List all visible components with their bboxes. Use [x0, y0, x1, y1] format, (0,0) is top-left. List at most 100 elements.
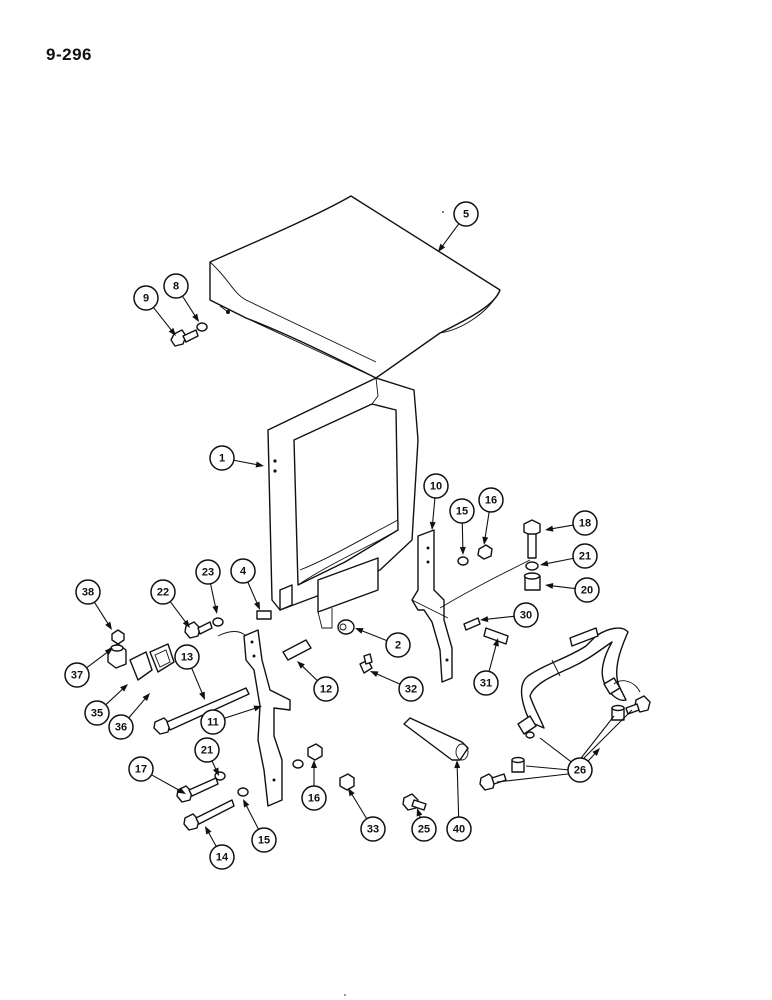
callout-circle [108, 714, 134, 740]
leader-arrowhead [493, 638, 499, 647]
callout-circle [423, 473, 449, 499]
leader-line [488, 643, 497, 672]
callout-number: 36 [115, 722, 127, 734]
leader-arrowhead [142, 693, 150, 702]
callout-5: 5 [438, 201, 479, 252]
leader-line [93, 601, 110, 626]
leader-line [245, 804, 260, 830]
bracket-11 [217, 629, 291, 807]
callout-number: 13 [181, 652, 193, 664]
leader-arrowhead [545, 582, 554, 589]
callout-circle [513, 602, 539, 628]
leader-arrowhead [480, 616, 489, 623]
callout-number: 2 [395, 640, 401, 652]
callout-number: 14 [216, 852, 229, 864]
leader-arrowhead [253, 705, 262, 712]
callout-circle [385, 632, 411, 658]
leader-line [485, 615, 515, 620]
leader-line [151, 774, 182, 792]
leader-arrowhead [199, 691, 205, 700]
cab-frame [267, 377, 419, 629]
sleeve-40 [403, 717, 469, 761]
callout-number: 16 [308, 793, 320, 805]
callout-circle [478, 487, 504, 513]
callout-number: 4 [240, 566, 247, 578]
spacer-20 [523, 572, 541, 591]
leader-line [105, 687, 124, 706]
callout-16b: 16 [301, 760, 327, 811]
callout-number: 33 [367, 824, 379, 836]
callout-circle [572, 543, 598, 569]
pin-31 [483, 627, 509, 645]
spacer-26-upper [611, 704, 625, 721]
canopy-roof [209, 195, 501, 379]
callout-number: 8 [173, 281, 179, 293]
bolt-14 [183, 799, 235, 831]
callout-10: 10 [423, 473, 449, 530]
washer-15-bottom [237, 787, 249, 797]
plate-35 [129, 651, 153, 681]
callout-number: 26 [574, 765, 586, 777]
leader-arrowhead [297, 661, 305, 669]
callout-circle [313, 676, 339, 702]
leader-line [360, 629, 388, 642]
leader-arrowhead [254, 601, 260, 610]
callout-number: 1 [219, 453, 225, 465]
callout-16a: 16 [478, 487, 504, 545]
callout-11: 11 [200, 705, 262, 735]
callout-number: 21 [579, 551, 591, 563]
callout-number: 25 [418, 824, 430, 836]
callout-number: 17 [135, 764, 147, 776]
callout-circle [572, 510, 598, 536]
callout-number: 12 [320, 684, 332, 696]
callout-15b: 15 [243, 799, 277, 853]
leaders-26 [496, 709, 633, 783]
callout-37: 37 [64, 648, 113, 688]
callout-circle [411, 816, 437, 842]
bolt-9 [170, 329, 199, 347]
nut-33 [339, 773, 355, 791]
bolt-22 [184, 621, 213, 639]
callout-36: 36 [108, 693, 150, 740]
callout-number: 37 [71, 670, 83, 682]
nut-38 [111, 629, 125, 645]
spacer-12 [282, 639, 312, 661]
callout-21a: 21 [540, 543, 598, 569]
leader-arrowhead [104, 648, 113, 656]
leader-arrowhead [255, 461, 264, 468]
leader-arrowhead [545, 525, 554, 532]
leader-line [461, 522, 464, 550]
callout-number: 16 [485, 495, 497, 507]
callout-circle [301, 785, 327, 811]
washer-lower-right [292, 759, 304, 769]
pad-4 [256, 610, 272, 620]
callout-number: 15 [258, 835, 270, 847]
leader-line [431, 497, 436, 525]
callout-26: 26 [567, 748, 600, 783]
leader-arrowhead [120, 684, 128, 692]
washer-8 [196, 322, 208, 332]
leader-arrowhead [311, 760, 317, 768]
pin-30 [463, 617, 481, 631]
callout-31: 31 [473, 638, 499, 696]
leader-line [128, 697, 147, 719]
callout-number: 18 [579, 518, 591, 530]
leader-line [456, 765, 460, 818]
callout-9: 9 [133, 285, 176, 336]
callout-circle [128, 756, 154, 782]
bracket-10 [411, 529, 531, 683]
leader-arrowhead [212, 767, 219, 776]
callout-circle [453, 201, 479, 227]
callout-15a: 15 [449, 498, 475, 555]
callout-circle [150, 579, 176, 605]
callout-circle [449, 498, 475, 524]
fitting-32 [359, 653, 373, 674]
callout-circle [209, 844, 235, 870]
callout-circle [230, 558, 256, 584]
callout-40: 40 [446, 760, 472, 842]
leader-arrowhead [540, 560, 549, 567]
leader-line [550, 524, 574, 530]
leader-arrowhead [429, 521, 436, 530]
